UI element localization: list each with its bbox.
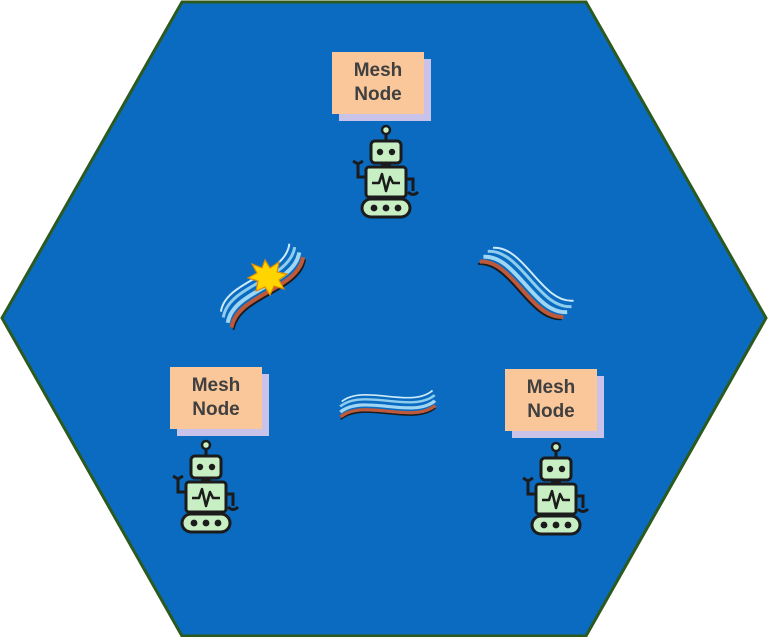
mesh-node-label-top: Mesh Node	[332, 52, 424, 114]
node-label-line1: Mesh	[526, 377, 576, 398]
mesh-node-label-left: Mesh Node	[170, 367, 262, 429]
node-label-line2: Node	[527, 401, 575, 422]
node-label-line2: Node	[354, 84, 402, 105]
node-label-line2: Node	[192, 399, 240, 420]
interference-burst-icon	[246, 258, 289, 297]
node-label-line1: Mesh	[353, 60, 403, 81]
node-label-line1: Mesh	[191, 375, 241, 396]
mesh-node-label-right: Mesh Node	[505, 369, 597, 431]
